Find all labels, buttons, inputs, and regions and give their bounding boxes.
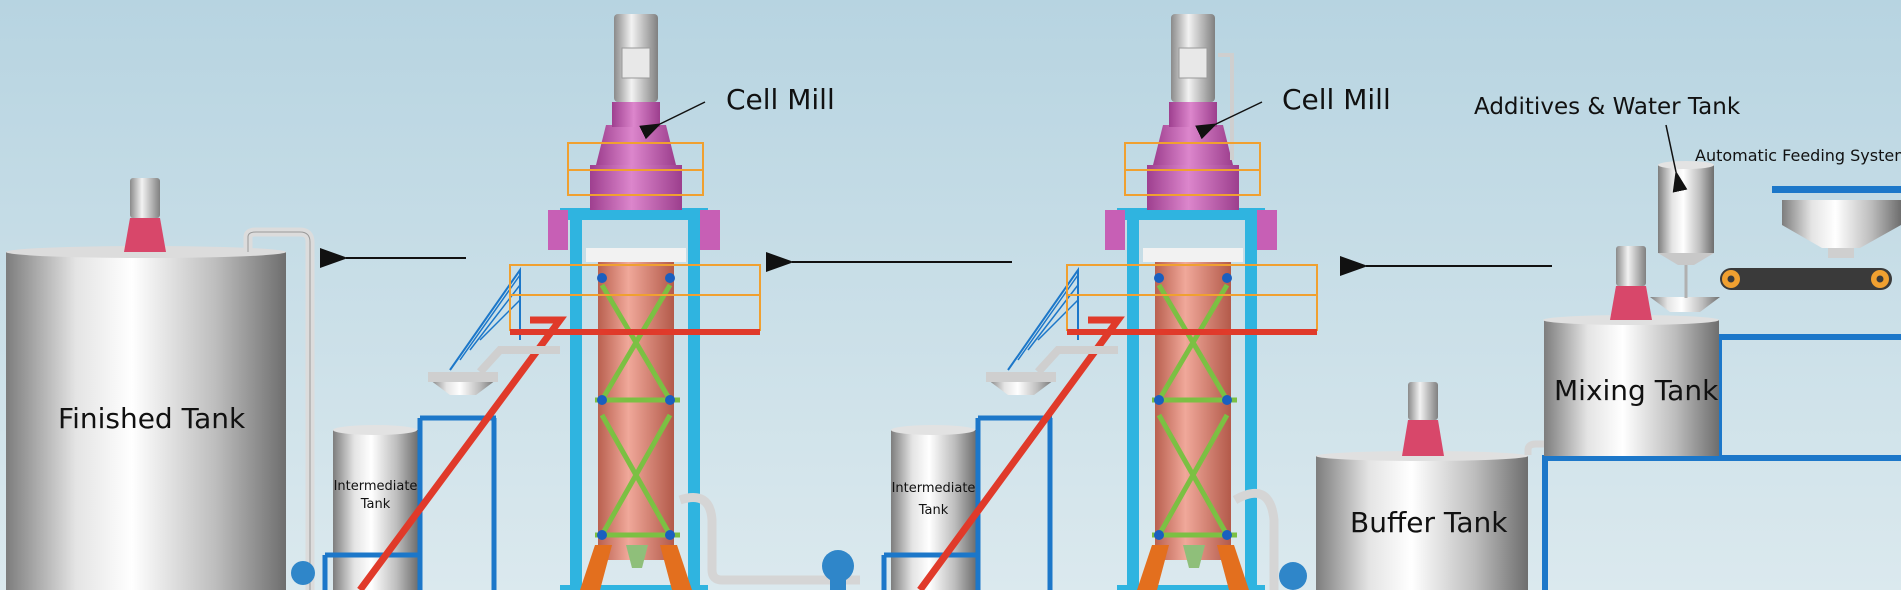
finished-tank-label: Finished Tank (58, 402, 246, 435)
buffer-pipe (1232, 488, 1307, 590)
additives-tank-label: Additives & Water Tank (1474, 94, 1741, 120)
intermediate-tank-2-label: Intermediate Tank (891, 478, 976, 522)
mixing-tank-label: Mixing Tank (1554, 374, 1719, 407)
automatic-feeding-system (1720, 186, 1901, 290)
buffer-tank (1316, 382, 1528, 590)
cell-mill-2 (1066, 14, 1318, 590)
intermediate-tank-1-label: Intermediate Tank (333, 478, 418, 514)
cell-mill-1 (509, 14, 761, 590)
connecting-pipe (678, 493, 860, 590)
cell-mill-2-label: Cell Mill (1282, 83, 1391, 116)
feeder-stand-1 (291, 266, 567, 590)
feeder-stand-2 (881, 266, 1125, 590)
cell-mill-1-label: Cell Mill (726, 83, 835, 116)
mixing-tank (1543, 246, 1720, 456)
intermediate-tank-1-label-line1: Intermediate (333, 479, 418, 494)
agitator-motor (124, 178, 166, 252)
pointer-cell-mill-2 (1195, 101, 1263, 140)
buffer-tank-label: Buffer Tank (1350, 506, 1508, 539)
feeding-system-label: Automatic Feeding System (1695, 146, 1901, 165)
intermediate-tank-1-label-line2: Tank (360, 497, 391, 512)
intermediate-tank-2-label-line1: Intermediate (891, 481, 976, 496)
intermediate-tank-2 (891, 425, 976, 590)
finished-tank (6, 178, 315, 590)
intermediate-tank-2-label-line2: Tank (918, 503, 949, 518)
pointer-additives-tank (1665, 124, 1688, 193)
pointer-cell-mill-1 (639, 101, 706, 140)
